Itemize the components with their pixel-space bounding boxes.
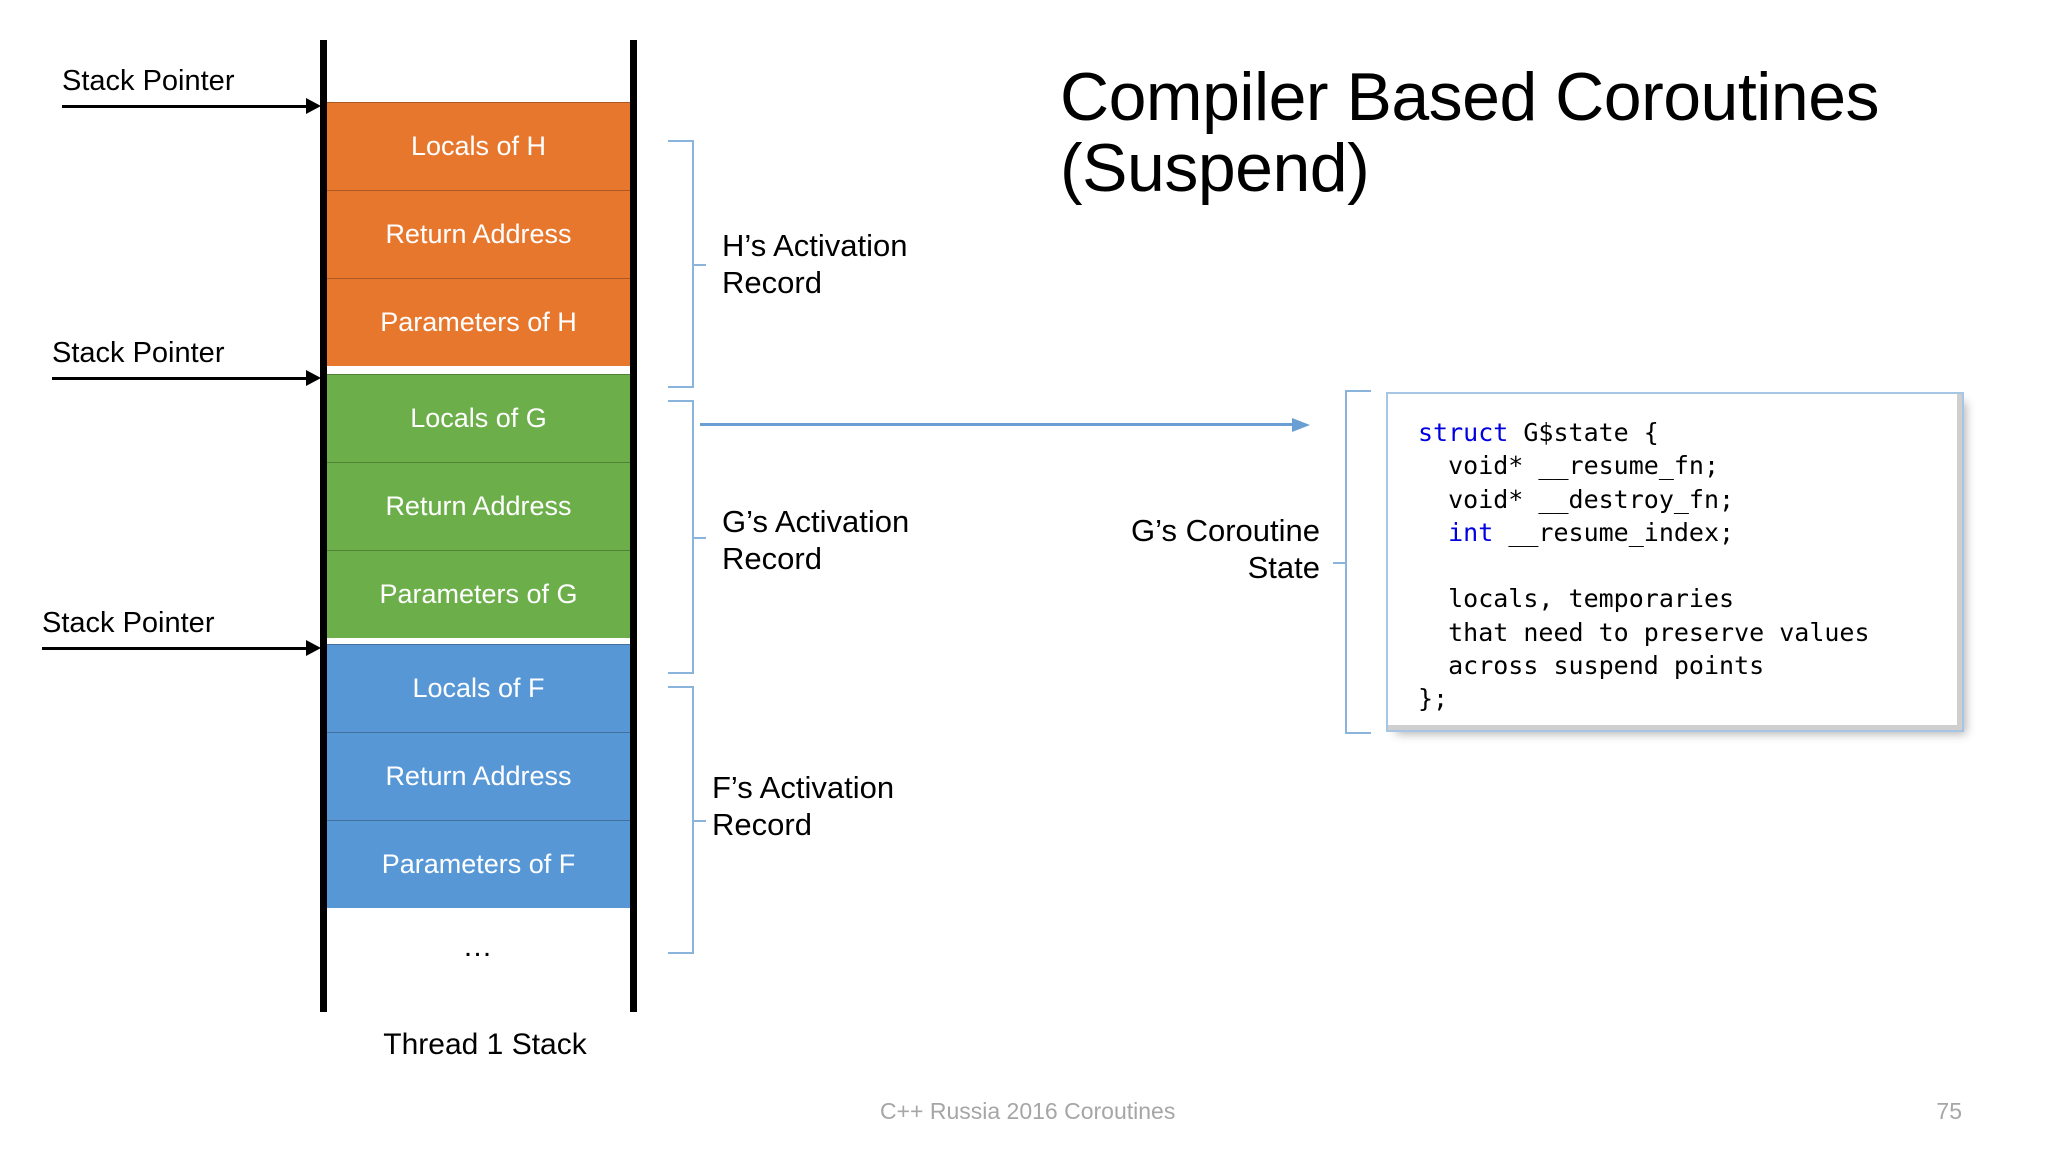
stack-pointer-2-label: Stack Pointer xyxy=(52,337,225,369)
stack-pointer-3-arrowhead-icon xyxy=(306,640,321,656)
footer-divider xyxy=(0,1148,2048,1152)
stack-pointer-3: Stack Pointer xyxy=(42,604,321,656)
stack-rail-left-line xyxy=(320,40,327,1012)
coroutine-state-code-brace xyxy=(1333,390,1371,734)
coroutine-state-arrow-line xyxy=(700,423,1294,426)
stack-pointer-3-line xyxy=(42,647,306,650)
thread-stack-diagram: Locals of H Return Address Parameters of… xyxy=(320,40,650,1020)
coroutine-state-arrow xyxy=(700,418,1310,432)
stack-pointer-1-line xyxy=(62,105,306,108)
stack-slot-return-address-g: Return Address xyxy=(327,462,630,550)
stack-pointer-2: Stack Pointer xyxy=(52,334,321,386)
coroutine-state-label: G’s Coroutine State xyxy=(1060,513,1320,586)
activation-record-label-f-line-2: Record xyxy=(712,806,812,842)
activation-record-label-f-line-1: F’s Activation xyxy=(712,770,895,805)
activation-record-label-h: H’s Activation Record xyxy=(722,228,1022,301)
activation-record-label-h-line-1: H’s Activation xyxy=(722,228,908,263)
activation-record-brace-f xyxy=(668,686,706,954)
footer-note: C++ Russia 2016 Coroutines xyxy=(880,1098,1176,1124)
coroutine-state-label-line-2: State xyxy=(1247,549,1320,585)
stack-ellipsis: … xyxy=(462,930,495,963)
coroutine-state-code-box: struct G$state { void* __resume_fn; void… xyxy=(1386,392,1964,732)
thread-stack-label: Thread 1 Stack xyxy=(383,1028,587,1061)
stack-slot-locals-of-h: Locals of H xyxy=(327,102,630,190)
footer-page-number: 75 xyxy=(1936,1098,1962,1124)
stack-slot-return-address-h: Return Address xyxy=(327,190,630,278)
activation-record-label-g-line-1: G’s Activation xyxy=(722,504,910,539)
code-box-inner: struct G$state { void* __resume_fn; void… xyxy=(1400,406,1956,724)
stack-slot-locals-of-f: Locals of F xyxy=(327,644,630,732)
coroutine-state-code-text: struct G$state { void* __resume_fn; void… xyxy=(1418,418,1870,713)
activation-record-brace-g xyxy=(668,400,706,674)
activation-record-label-g-line-2: Record xyxy=(722,540,822,576)
activation-record-label-f: F’s Activation Record xyxy=(712,770,1012,843)
stack-pointer-1-label: Stack Pointer xyxy=(62,65,235,97)
stack-slot-parameters-of-g: Parameters of G xyxy=(327,550,630,638)
stack-slot-return-address-f: Return Address xyxy=(327,732,630,820)
stack-pointer-2-arrowhead-icon xyxy=(306,370,321,386)
stack-slot-parameters-of-h: Parameters of H xyxy=(327,278,630,366)
stack-pointer-1: Stack Pointer xyxy=(62,62,321,114)
page-title-line-2: (Suspend) xyxy=(1060,130,1370,207)
page-title-line-1: Compiler Based Coroutines xyxy=(1060,59,1880,135)
stack-pointer-1-arrowhead-icon xyxy=(306,98,321,114)
coroutine-state-arrowhead-icon xyxy=(1292,418,1310,432)
stack-pointer-3-label: Stack Pointer xyxy=(42,607,215,639)
stack-pointer-2-line xyxy=(52,377,306,380)
coroutine-state-label-line-1: G’s Coroutine xyxy=(1131,513,1320,548)
activation-record-label-h-line-2: Record xyxy=(722,264,822,300)
activation-record-label-g: G’s Activation Record xyxy=(722,504,1022,577)
stack-rail-right-line xyxy=(630,40,637,1012)
page-title: Compiler Based Coroutines (Suspend) xyxy=(1060,59,1980,207)
stack-slot-parameters-of-f: Parameters of F xyxy=(327,820,630,908)
activation-record-brace-h xyxy=(668,140,706,388)
stack-slot-locals-of-g: Locals of G xyxy=(327,374,630,462)
